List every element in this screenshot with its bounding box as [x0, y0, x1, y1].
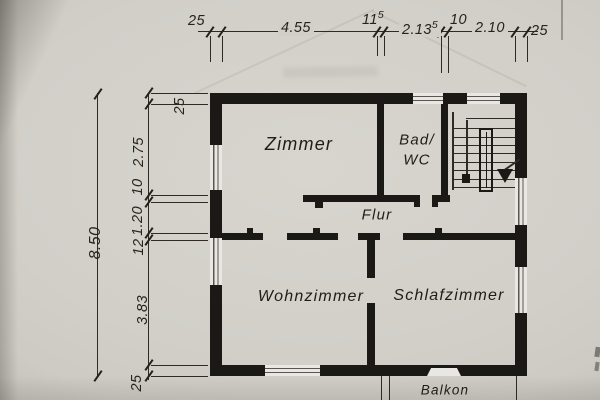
- room-label-zimmer: Zimmer: [264, 134, 334, 154]
- edge-text-fragment: [594, 346, 600, 358]
- stair-rail-post: [462, 174, 470, 183]
- room-label-balkon: Balkon: [420, 382, 470, 398]
- dim-left-rooms-depth: 3.83: [134, 295, 151, 325]
- room-label-wohnzimmer: Wohnzimmer: [257, 288, 365, 305]
- balcony-wall-line: [389, 376, 391, 400]
- stair-tread: [466, 118, 515, 120]
- extension-line: [527, 36, 529, 62]
- edge-text-fragment: [594, 361, 600, 372]
- wall-top: [213, 93, 527, 104]
- wall-flur-bottom-d: [403, 233, 527, 240]
- dimension-line-top: [198, 31, 538, 33]
- extension-line: [222, 36, 224, 62]
- window-left-zimmer: [210, 145, 222, 190]
- dim-left-wall-bottom: 25: [128, 374, 145, 392]
- dim-top-bad-width: 2.135: [399, 19, 442, 38]
- wall-flur-top-piece: [432, 195, 450, 202]
- extension-line: [151, 104, 208, 106]
- window-top-stair: [467, 93, 500, 104]
- wall-bad-stair: [441, 104, 448, 202]
- stair-tread: [452, 179, 515, 181]
- stair-tread: [452, 170, 515, 172]
- stair-tread: [452, 153, 515, 155]
- balcony-edge-line: [516, 376, 518, 400]
- dim-left-partition2: 12: [130, 238, 147, 256]
- wall-flur-bottom-b: [287, 233, 338, 240]
- stair-tread: [452, 162, 515, 164]
- wall-bottom: [213, 365, 527, 376]
- extension-line: [151, 240, 208, 242]
- window-left-wohnzimmer: [210, 238, 222, 285]
- dim-left-zimmer-depth: 2.75: [130, 137, 147, 167]
- extension-line: [210, 36, 212, 62]
- dim-left-total: 8.50: [87, 226, 104, 260]
- room-label-bad-line2: WC: [403, 151, 431, 169]
- room-label-bad-line1: Bad/: [399, 131, 435, 149]
- dim-top-stair-width: 2.10: [472, 21, 508, 36]
- room-label-schlafzimmer: Schlafzimmer: [393, 287, 505, 304]
- dim-left-flur-width: 1.20: [129, 206, 146, 236]
- balcony-door-threshold: [427, 368, 461, 376]
- photo-edge-line: [561, 0, 563, 40]
- stair-tread: [452, 145, 515, 147]
- dim-top-zimmer-width: 4.55: [278, 21, 314, 36]
- window-top-bad: [413, 93, 443, 104]
- door-jamb-stub: [432, 202, 438, 207]
- extension-line: [448, 36, 450, 73]
- window-right-schlafzimmer: [515, 267, 527, 313]
- dim-top-wall-left: 25: [188, 13, 205, 29]
- dim-left-partition: 10: [129, 178, 146, 196]
- door-jamb-stub: [247, 228, 253, 233]
- wall-flur-top: [303, 195, 420, 202]
- door-jamb-stub: [435, 228, 442, 233]
- balcony-wall-line: [381, 376, 383, 400]
- wall-wohn-schlaf-upper: [367, 240, 375, 278]
- wall-flur-bottom-c: [358, 233, 380, 240]
- extension-line: [515, 36, 517, 62]
- dim-left-wall-top: 25: [171, 97, 188, 115]
- extension-line: [377, 36, 379, 56]
- extension-line: [151, 202, 208, 204]
- stair-side-line: [452, 112, 454, 190]
- wall-flur-bottom-a: [222, 233, 263, 240]
- stair-rail-line: [466, 120, 468, 183]
- dim-top-partition2: 10: [450, 12, 467, 28]
- dim-top-wall-right: 25: [531, 23, 548, 39]
- door-jamb-stub: [313, 228, 320, 233]
- extension-line: [151, 195, 208, 197]
- stair-newel-wall: [479, 128, 493, 192]
- extension-line: [151, 365, 208, 367]
- extension-line: [151, 376, 208, 378]
- door-jamb-stub: [315, 202, 323, 208]
- window-bottom-wohnzimmer: [265, 365, 320, 376]
- wall-left: [210, 93, 222, 376]
- window-right-upper: [515, 178, 527, 225]
- extension-line: [151, 233, 208, 235]
- dim-top-partition: 115: [362, 9, 385, 28]
- extension-line: [384, 36, 386, 56]
- extension-line: [151, 93, 208, 95]
- room-label-flur: Flur: [361, 206, 393, 224]
- superscript: 5: [431, 19, 439, 31]
- stair-tread: [452, 137, 515, 139]
- door-jamb-stub: [414, 202, 420, 207]
- stair-direction-arrow: [497, 169, 513, 183]
- wall-zimmer-bad: [377, 104, 384, 198]
- bleed-smudge: [282, 66, 379, 78]
- dimension-line-total: [97, 93, 99, 377]
- superscript: 5: [377, 9, 385, 21]
- wall-wohn-schlaf-lower: [367, 303, 375, 365]
- stair-tread: [452, 187, 515, 189]
- extension-line: [441, 36, 443, 73]
